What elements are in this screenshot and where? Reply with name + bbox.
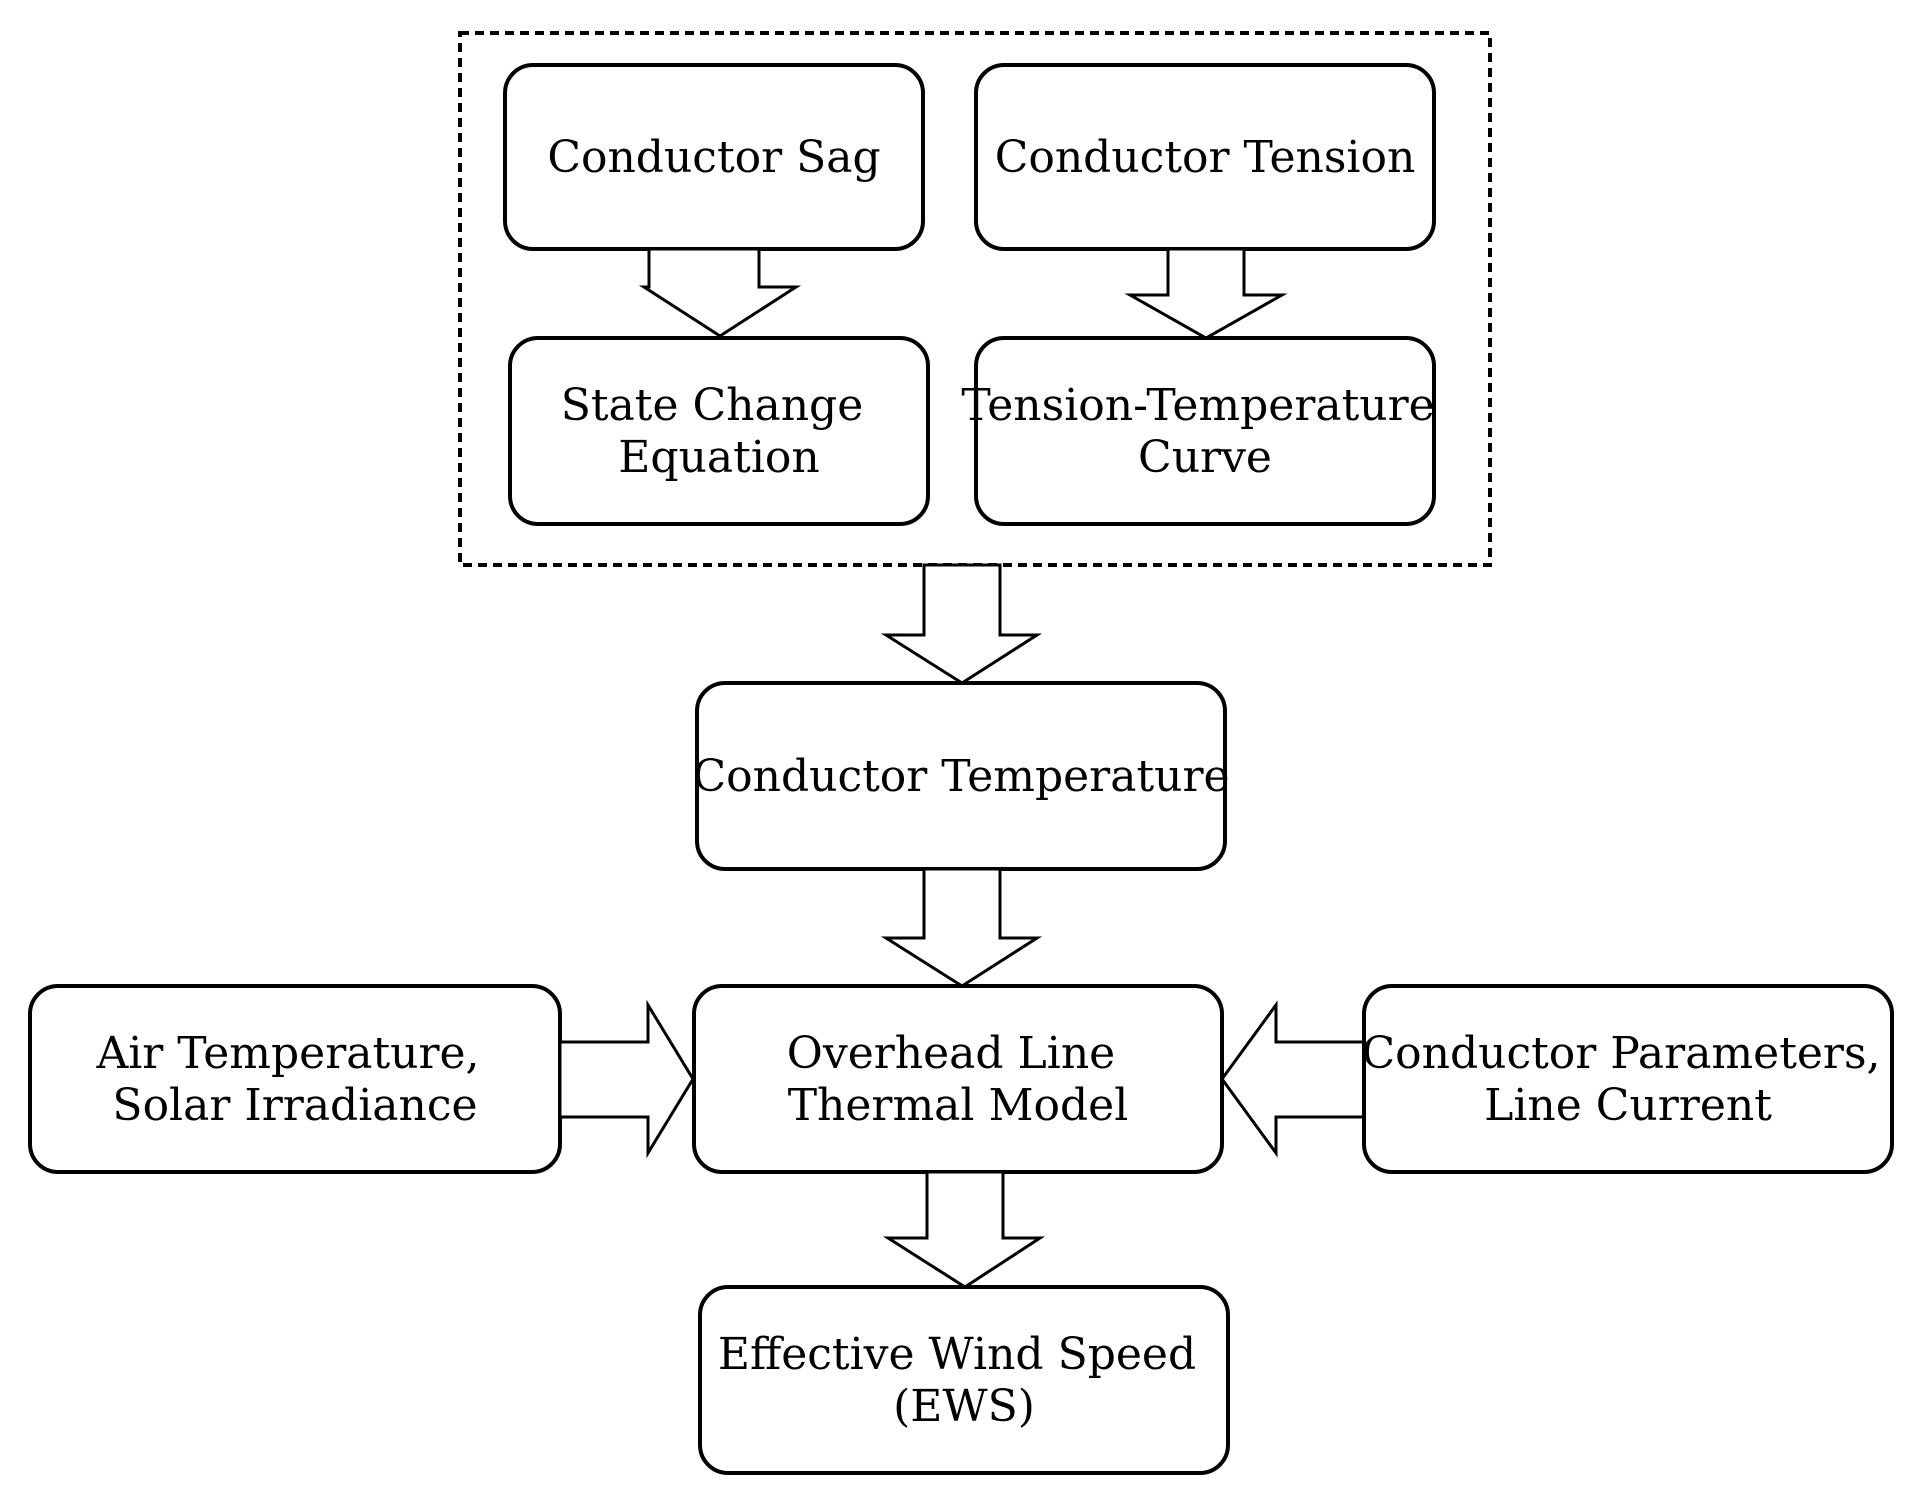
svg-text:Conductor Sag: Conductor Sag — [547, 132, 880, 183]
state-change-line-2: Equation — [618, 432, 819, 483]
svg-text:Overhead Line Thermal Mo: Overhead Line Thermal Model — [787, 1028, 1129, 1131]
svg-text:Conductor Parameters, Li: Conductor Parameters, Line Current — [1361, 1028, 1894, 1131]
arrow-group-to-conductor-temperature — [880, 563, 1043, 685]
conductor-parameters-line-current-node: Conductor Parameters, Line Current — [1361, 984, 1894, 1174]
conductor-temperature-label: Conductor Temperature — [692, 751, 1229, 802]
arrow-sag-to-state-change — [638, 247, 802, 338]
svg-text:Tension-Temperature Curv: Tension-Temperature Curve — [961, 380, 1448, 483]
state-change-line-1: State Change — [561, 380, 864, 431]
tension-curve-line-2: Curve — [1138, 432, 1272, 483]
air-temperature-line-1: Air Temperature, — [95, 1028, 479, 1079]
svg-text:Conductor Temperature: Conductor Temperature — [692, 751, 1229, 802]
overhead-line-thermal-model-node: Overhead Line Thermal Model — [692, 984, 1224, 1174]
ews-line-2: (EWS) — [893, 1381, 1035, 1432]
conductor-sag-label: Conductor Sag — [547, 132, 880, 183]
svg-text:Effective Wind Speed (EW: Effective Wind Speed (EWS) — [718, 1329, 1210, 1432]
conductor-sag-node: Conductor Sag — [503, 63, 925, 251]
conductor-parameters-line-2: Line Current — [1484, 1080, 1772, 1131]
svg-text:Conductor Tension: Conductor Tension — [995, 132, 1416, 183]
conductor-tension-label: Conductor Tension — [995, 132, 1416, 183]
tension-curve-line-1: Tension-Temperature — [961, 380, 1434, 431]
conductor-temperature-node: Conductor Temperature — [692, 681, 1230, 871]
state-change-equation-node: State Change Equation — [508, 336, 930, 526]
ews-line-1: Effective Wind Speed — [718, 1329, 1196, 1380]
arrow-temperature-to-thermal-model — [880, 867, 1043, 988]
thermal-model-line-2: Thermal Model — [788, 1080, 1129, 1131]
thermal-model-line-1: Overhead Line — [787, 1028, 1115, 1079]
arrow-conductor-parameters-to-thermal-model — [1220, 1000, 1366, 1158]
air-temperature-line-2: Solar Irradiance — [112, 1080, 477, 1131]
air-temperature-solar-irradiance-node: Air Temperature, Solar Irradiance — [28, 984, 562, 1174]
effective-wind-speed-node: Effective Wind Speed (EWS) — [698, 1285, 1230, 1475]
conductor-parameters-line-1: Conductor Parameters, — [1361, 1028, 1880, 1079]
svg-text:State Change Equation: State Change Equation — [561, 380, 878, 483]
arrow-air-temperature-to-thermal-model — [558, 999, 695, 1159]
svg-text:Air Temperature, Solar I: Air Temperature, Solar Irradiance — [95, 1028, 493, 1131]
arrow-thermal-model-to-ews — [882, 1170, 1046, 1289]
tension-temperature-curve-node: Tension-Temperature Curve — [961, 336, 1448, 526]
conductor-tension-node: Conductor Tension — [974, 63, 1436, 251]
arrow-tension-to-curve — [1124, 247, 1288, 340]
